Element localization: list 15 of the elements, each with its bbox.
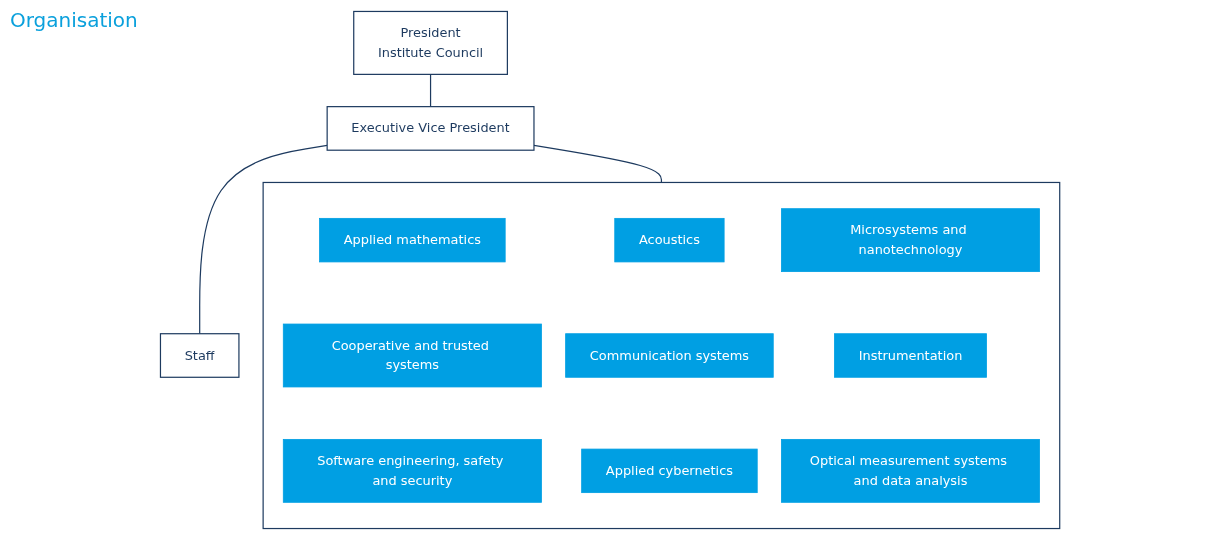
node-box: President Institute Council [353, 10, 509, 75]
node-box: Acoustics [614, 217, 725, 263]
node-box: Optical measurement systems and data analysis [781, 439, 1041, 503]
cluster [262, 181, 1061, 530]
connector [430, 73, 432, 108]
node-box: Cooperative and trusted systems [283, 323, 543, 388]
diagram-title: Organisation [10, 8, 138, 32]
node-box: Communication systems [565, 333, 775, 378]
node-box: Applied cybernetics [581, 448, 759, 494]
node-box: Instrumentation [834, 333, 988, 378]
node-box: Executive Vice President [326, 106, 535, 151]
node-box: Microsystems and nanotechnology [781, 208, 1041, 272]
node-box: Applied mathematics [319, 217, 506, 263]
node-box: Staff [160, 333, 240, 378]
node-box: Software engineering, safety and security [283, 439, 543, 503]
